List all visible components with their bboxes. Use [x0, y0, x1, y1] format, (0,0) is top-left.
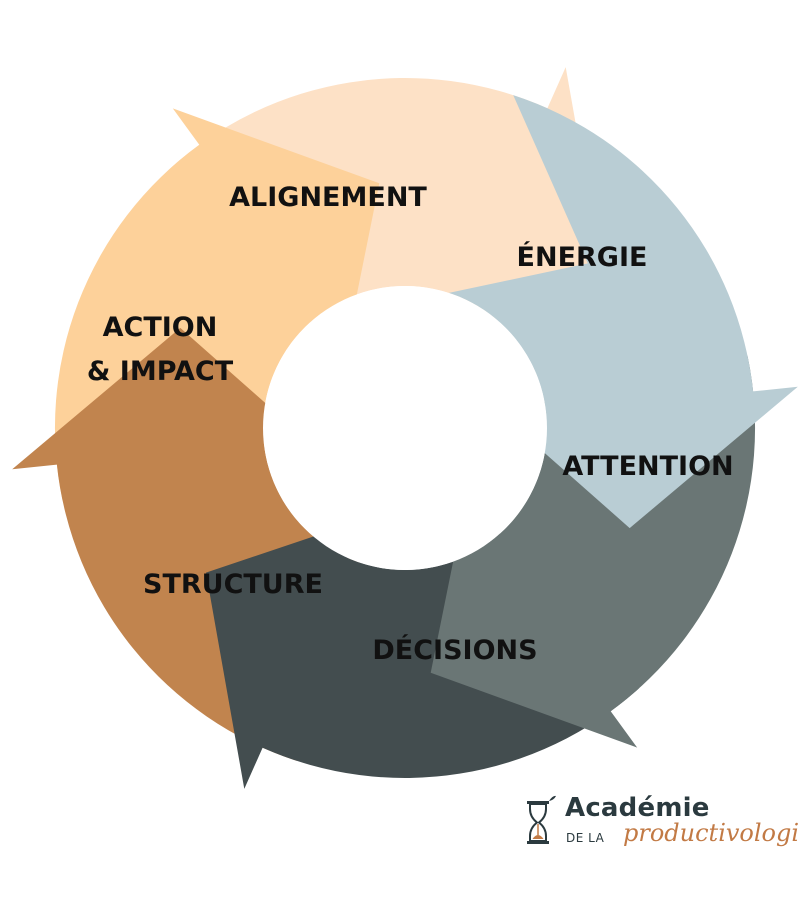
segment-label-6: ACTION & IMPACT	[87, 312, 234, 387]
segment-label-line: STRUCTURE	[143, 569, 323, 600]
segment-label-1: ALIGNEMENT	[229, 182, 427, 213]
cycle-labels: ALIGNEMENT ÉNERGIE ATTENTION DÉCISIONS STRUC…	[87, 182, 734, 666]
segment-label-2: ÉNERGIE	[517, 241, 648, 273]
segment-label-line: DÉCISIONS	[372, 634, 537, 666]
cycle-segment-6	[54, 108, 380, 501]
segment-label-line: & IMPACT	[87, 356, 234, 387]
segment-label-line: ÉNERGIE	[517, 241, 648, 273]
logo-prefix: DE LA	[566, 831, 605, 845]
segment-label-line: ALIGNEMENT	[229, 182, 427, 213]
segment-label-4: DÉCISIONS	[372, 634, 537, 666]
academie-logo: Académie DE LA productivologie	[523, 793, 800, 860]
logo-script: productivologie	[623, 819, 800, 847]
segment-label-line: ACTION	[103, 312, 218, 343]
cycle-segment-1	[170, 67, 605, 337]
logo-name: Académie	[565, 793, 710, 823]
hourglass-icon	[527, 795, 556, 844]
center-hole	[263, 286, 547, 570]
segment-label-5: STRUCTURE	[143, 569, 323, 600]
segment-label-line: ATTENTION	[562, 451, 733, 482]
segment-label-3: ATTENTION	[562, 451, 733, 482]
cycle-segment-3	[430, 355, 756, 748]
cycle-segment-4	[206, 519, 640, 789]
